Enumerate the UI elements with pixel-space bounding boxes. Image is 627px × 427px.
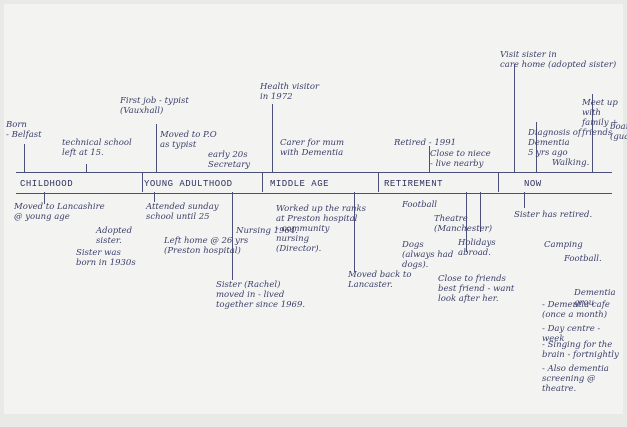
note-health-visitor: Health visitor in 1972	[260, 82, 320, 102]
event-tick	[232, 192, 233, 280]
note-left-home: Left home @ 26 yrs (Preston hospital)	[164, 236, 249, 256]
note-also-dementia: - Also dementia screening @ theatre.	[542, 364, 609, 394]
event-tick	[466, 192, 467, 252]
note-dementia-group: Dementia grou	[574, 288, 616, 308]
stage-divider	[378, 172, 379, 192]
note-born: Born - Belfast	[6, 120, 42, 140]
note-worked-up: Worked up the ranks at Preston hospital …	[276, 204, 367, 254]
event-tick	[86, 164, 87, 172]
note-moved-back: Moved back to Lancaster.	[348, 270, 412, 290]
stage-now: NOW	[524, 179, 542, 189]
stage-divider	[498, 172, 499, 192]
stage-divider	[142, 172, 143, 192]
note-singing-brain: - Singing for the brain - fortnightly	[542, 340, 619, 360]
note-walking: Walking.	[552, 158, 590, 168]
event-tick	[592, 94, 593, 172]
event-tick	[514, 64, 515, 172]
note-sister-retired: Sister has retired.	[514, 210, 593, 220]
note-carer-mum: Carer for mum with Dementia	[280, 138, 345, 158]
note-first-job: First job - typist (Vauxhall)	[120, 96, 189, 116]
note-football: Football	[402, 200, 438, 210]
event-tick	[44, 192, 45, 204]
note-visit-sister: Visit sister in care home (adopted siste…	[500, 50, 617, 70]
event-tick	[480, 192, 481, 232]
note-sister-rachel: Sister (Rachel) moved in - lived togethe…	[216, 280, 306, 310]
note-meet-family-cut: boar (gua	[610, 122, 627, 142]
note-sister-born: Sister was born in 1930s	[76, 248, 136, 268]
note-dogs: Dogs (always had dogs).	[402, 240, 454, 270]
note-close-niece: Close to niece - live nearby	[430, 149, 491, 169]
stage-middle-age: MIDDLE AGE	[270, 179, 330, 189]
event-tick	[154, 192, 155, 202]
event-tick	[24, 144, 25, 172]
note-dementia-cafe: - Dementia cafe (once a month)	[542, 300, 610, 320]
event-tick	[536, 122, 537, 172]
note-football-now: Football.	[564, 254, 602, 264]
note-retired: Retired - 1991	[394, 138, 457, 148]
note-early-20s: early 20s Secretary	[208, 150, 251, 170]
stage-retirement: RETIREMENT	[384, 179, 444, 189]
note-close-friends: Close to friends best friend - want look…	[438, 274, 515, 304]
note-day-centre: - Day centre - week	[542, 324, 601, 344]
note-theatre: Theatre (Manchester)	[434, 214, 493, 234]
note-diagnosis: Diagnosis of Dementia 5 yrs ago	[528, 128, 582, 158]
event-tick	[272, 104, 273, 172]
event-tick	[429, 146, 430, 172]
paper-sheet: CHILDHOOD YOUNG ADULTHOOD MIDDLE AGE RET…	[4, 4, 627, 414]
timeline-bar	[16, 172, 612, 194]
note-technical-school: technical school left at 15.	[62, 138, 132, 158]
note-holidays: Holidays abroad.	[458, 238, 496, 258]
event-tick	[156, 124, 157, 172]
note-nursing-1964: Nursing 1964.	[236, 226, 299, 236]
note-meet-family: Meet up with family + friends	[582, 98, 619, 138]
event-tick	[354, 192, 355, 272]
event-tick	[524, 192, 525, 208]
stage-young-adulthood: YOUNG ADULTHOOD	[144, 179, 233, 189]
stage-divider	[262, 172, 263, 192]
note-sunday-school: Attended sunday school until 25	[146, 202, 219, 222]
note-moved-lancashire: Moved to Lancashire @ young age	[14, 202, 105, 222]
note-adopted-sister: Adopted sister.	[96, 226, 133, 246]
note-camping: Camping	[544, 240, 583, 250]
stage-childhood: CHILDHOOD	[20, 179, 74, 189]
note-moved-po: Moved to P.O as typist	[160, 130, 217, 150]
